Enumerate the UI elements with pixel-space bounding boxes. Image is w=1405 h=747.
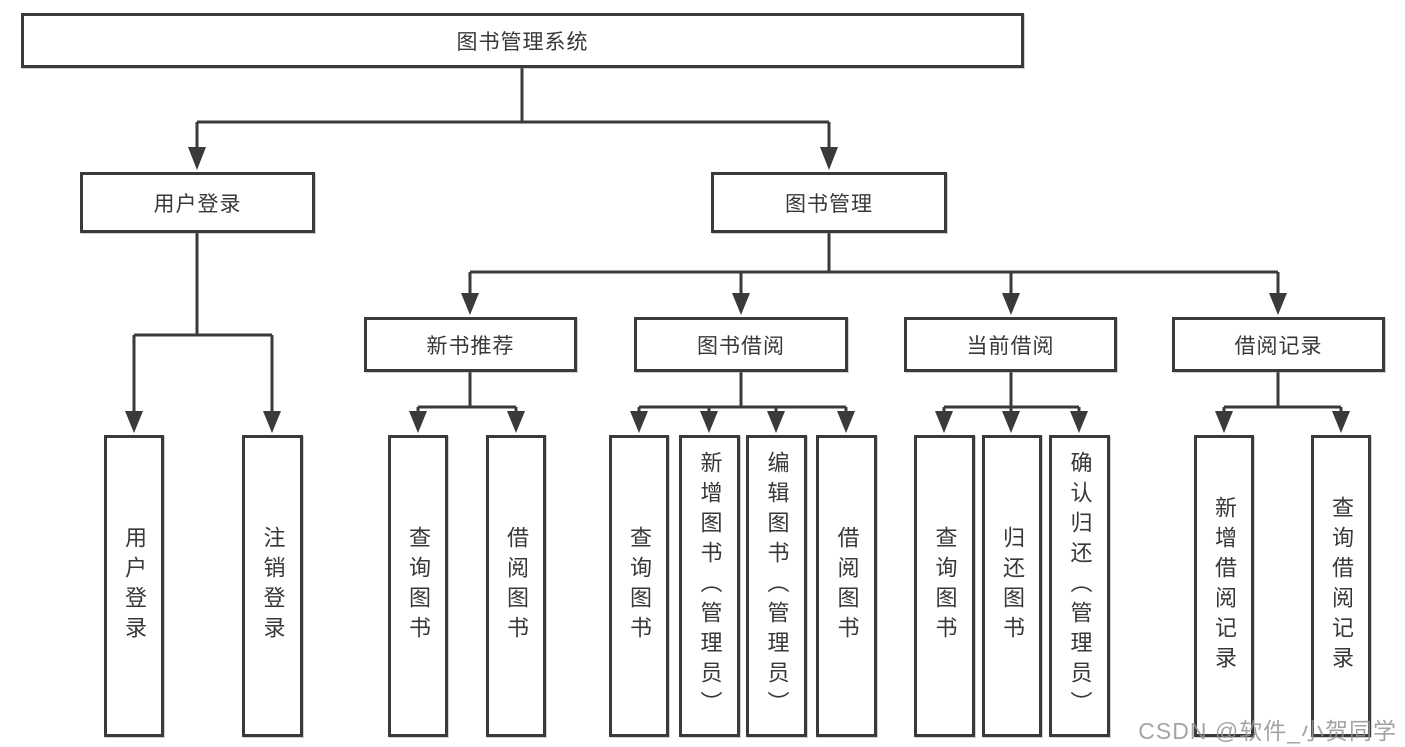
node-new-book-recommendation: 新书推荐 [364, 317, 577, 372]
node-root: 图书管理系统 [21, 13, 1024, 68]
node-borrowing-records: 借阅记录 [1172, 317, 1385, 372]
leaf-borrow-books: 借阅图书 [486, 435, 546, 737]
leaf-query-books: 查询图书 [914, 435, 975, 737]
leaf-return-books: 归还图书 [982, 435, 1042, 737]
leaf-add-borrow-record: 新增借阅记录 [1194, 435, 1254, 737]
leaf-logout-login: 注销登录 [242, 435, 303, 737]
connector-root-to-level2 [188, 68, 838, 170]
leaf-confirm-return-admin: 确认归还（管理员） [1049, 435, 1110, 737]
connector-manage-to-sections [461, 233, 1287, 315]
leaf-query-books: 查询图书 [609, 435, 669, 737]
leaf-query-borrow-record: 查询借阅记录 [1311, 435, 1371, 737]
leaf-user-login: 用户登录 [104, 435, 164, 737]
connector-newbooks-to-leaves [409, 372, 525, 433]
node-user-login: 用户登录 [80, 172, 315, 233]
connector-borrowing-to-leaves [630, 372, 855, 433]
leaf-edit-book-admin: 编辑图书（管理员） [746, 435, 807, 737]
leaf-add-book-admin: 新增图书（管理员） [679, 435, 740, 737]
connector-records-to-leaves [1215, 372, 1350, 433]
leaf-query-books: 查询图书 [388, 435, 448, 737]
leaf-borrow-books: 借阅图书 [816, 435, 877, 737]
node-book-borrowing: 图书借阅 [634, 317, 848, 372]
node-book-management: 图书管理 [711, 172, 947, 233]
connector-current-to-leaves [935, 372, 1088, 433]
watermark: CSDN @软件_小贺同学 [1138, 718, 1397, 744]
connector-login-to-leaves [125, 233, 281, 433]
node-current-borrowing: 当前借阅 [904, 317, 1117, 372]
